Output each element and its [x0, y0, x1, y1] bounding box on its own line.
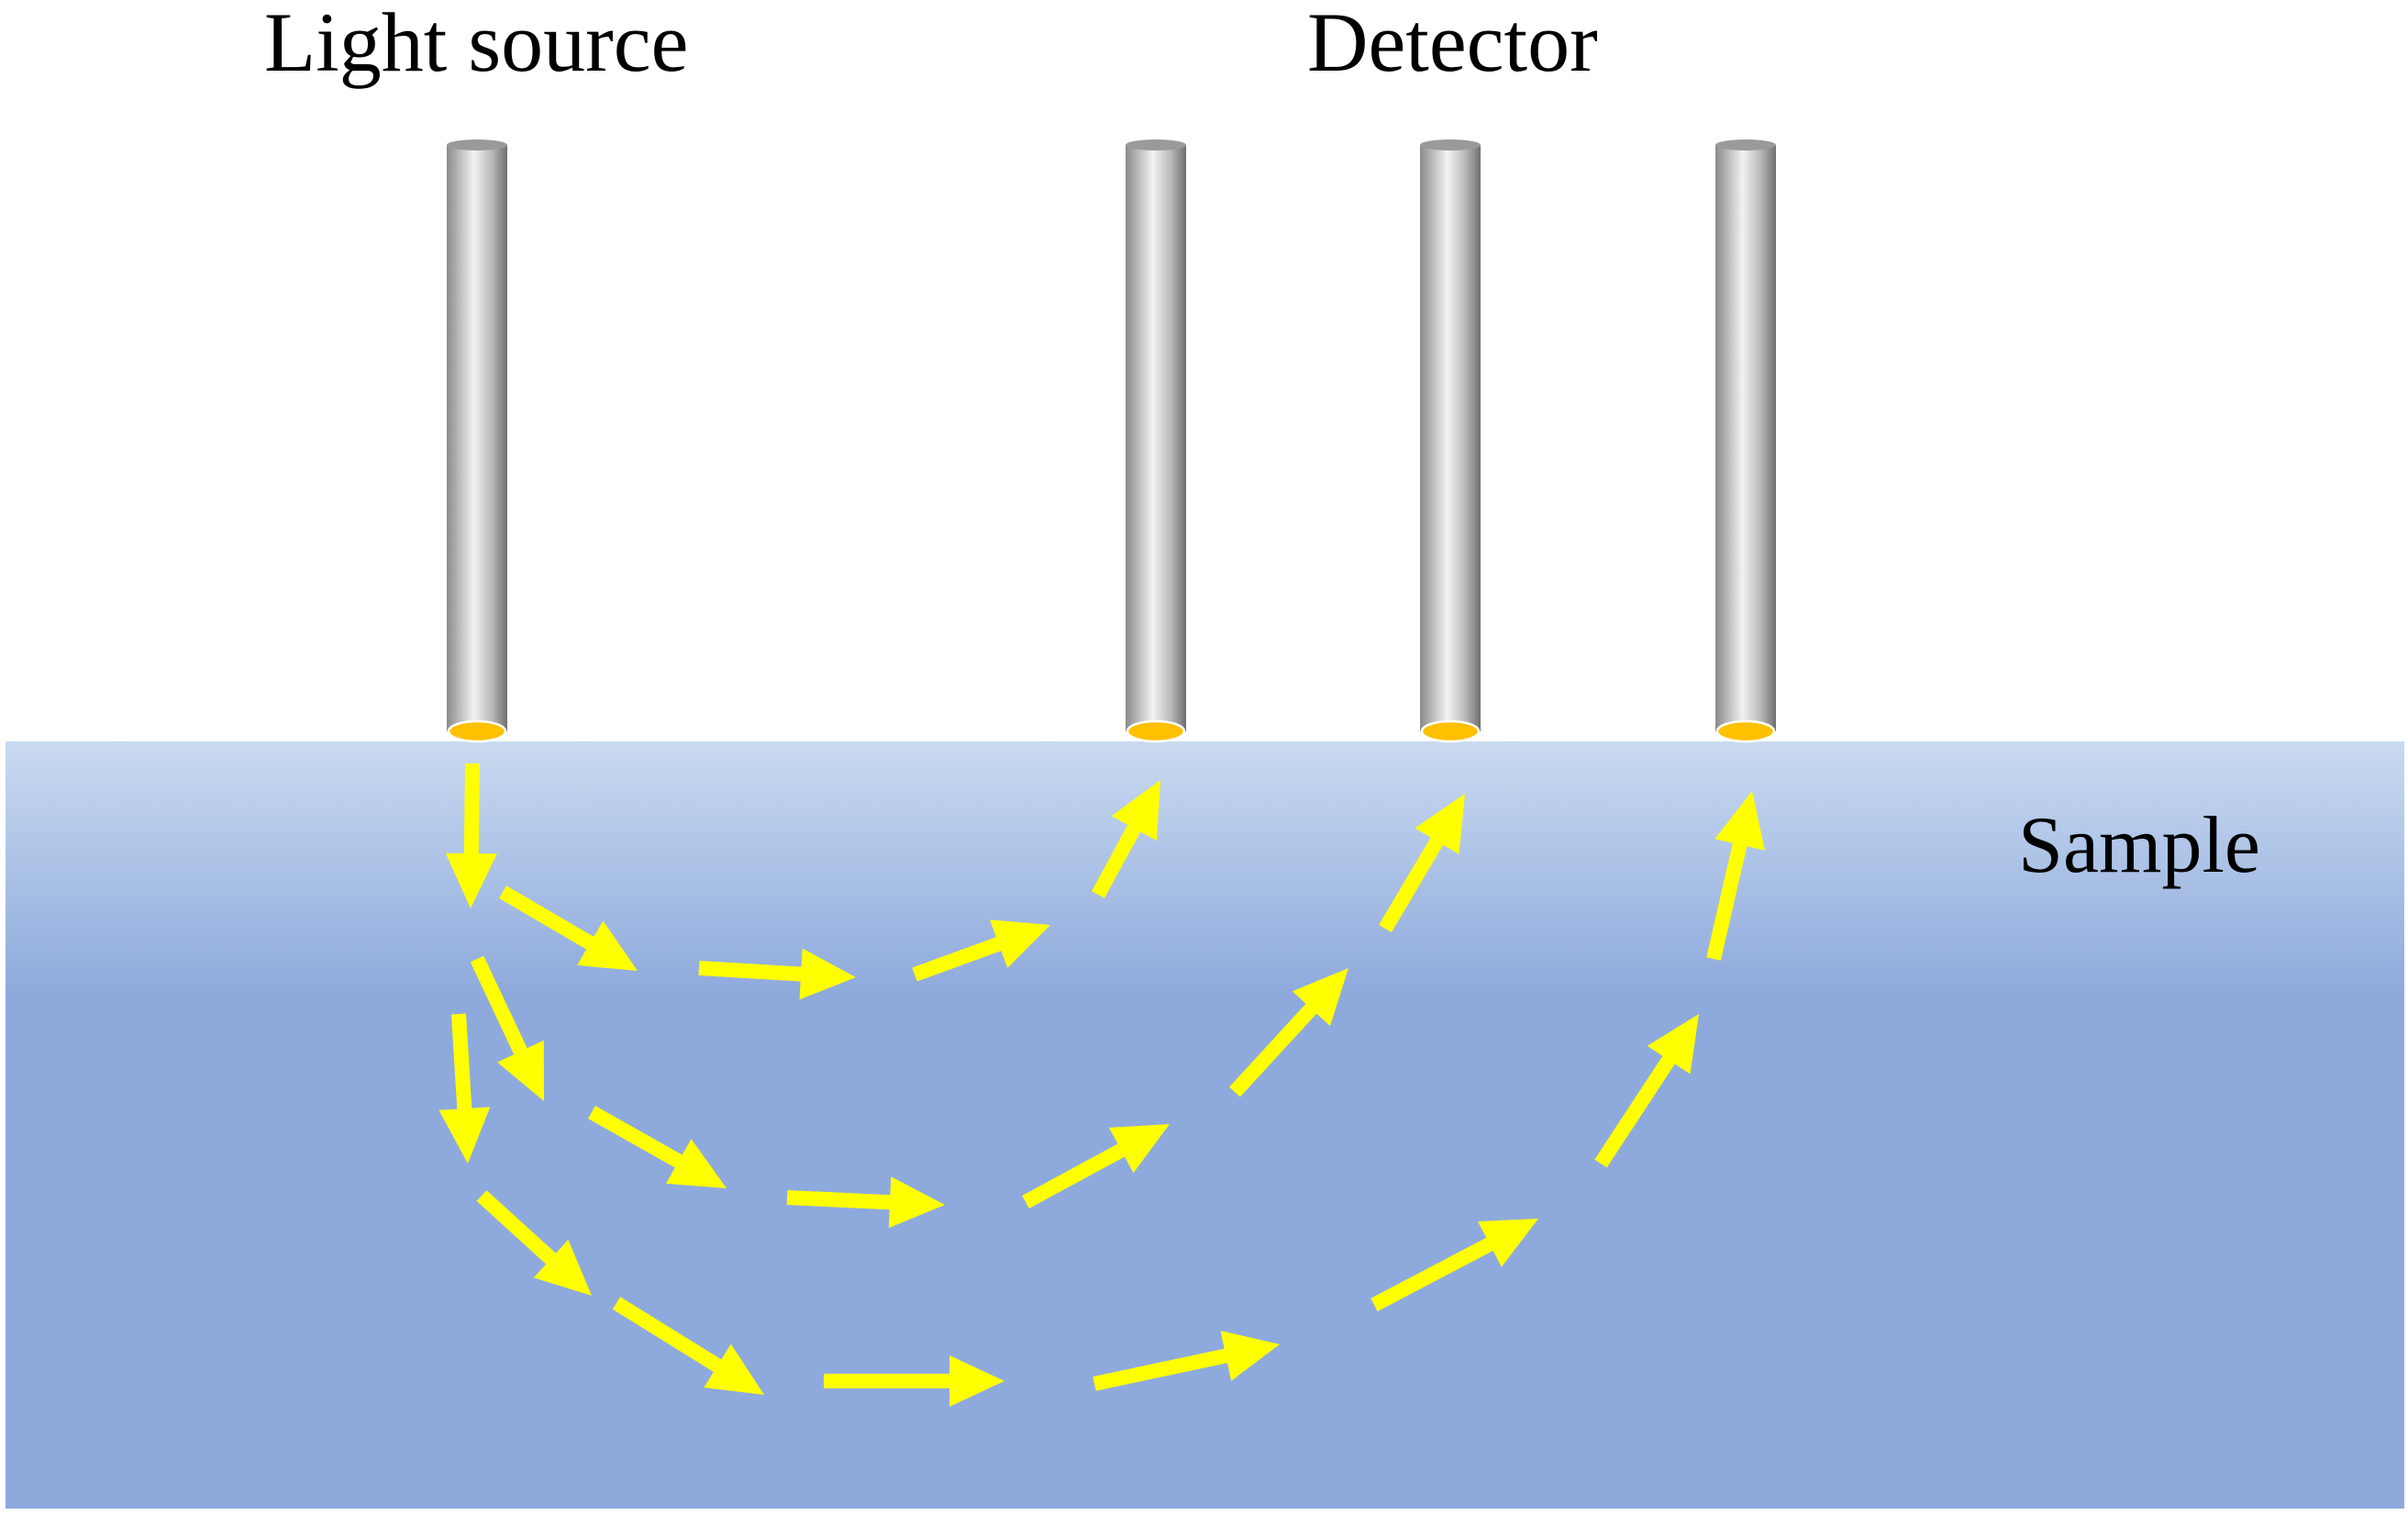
detector-fiber-3: [1715, 139, 1776, 743]
detector-label: Detector: [1307, 0, 1598, 89]
photon-path-shallow: [445, 763, 1160, 1000]
photon-arrow: [612, 1297, 764, 1395]
photon-arrow: [588, 1106, 727, 1188]
photon-arrow: [824, 1355, 1004, 1407]
fiber-body: [1126, 145, 1186, 731]
detector-fiber-2: [1420, 139, 1481, 743]
photon-arrow: [445, 763, 497, 908]
fiber-top-cap: [1420, 139, 1481, 150]
fiber-tip: [1126, 719, 1186, 743]
fiber-top-cap: [1715, 139, 1776, 150]
photon-arrow: [698, 948, 856, 1000]
photon-path-deep: [476, 791, 1765, 1407]
fiber-tip: [1420, 719, 1481, 743]
photon-arrows: [438, 763, 1765, 1407]
detector-fiber-1: [1126, 139, 1186, 743]
photon-arrow: [1092, 780, 1160, 898]
light-source-fiber: [447, 139, 507, 743]
photon-arrow: [476, 1190, 592, 1296]
photon-arrow: [1706, 791, 1765, 961]
fiber-tip: [1715, 719, 1776, 743]
sample-block: [6, 741, 2404, 1509]
photon-arrow: [912, 919, 1050, 982]
photon-arrow: [499, 886, 638, 971]
fiber-tip: [447, 719, 507, 743]
sample-label: Sample: [2018, 801, 2260, 890]
photon-path-middle: [438, 794, 1465, 1229]
photon-arrow: [1093, 1331, 1280, 1391]
photon-arrow: [1229, 968, 1348, 1097]
fiber-body: [1420, 145, 1481, 731]
photon-arrow: [1022, 1124, 1170, 1209]
optical-fibers: [447, 139, 1776, 743]
photon-arrow: [1594, 1014, 1699, 1168]
photon-arrow: [470, 955, 544, 1101]
fiber-top-cap: [1126, 139, 1186, 150]
photon-arrow: [1370, 1219, 1538, 1312]
fiber-body: [1715, 145, 1776, 731]
fiber-body: [447, 145, 507, 731]
fiber-top-cap: [447, 139, 507, 150]
photon-arrow: [1379, 794, 1465, 933]
light-source-label: Light source: [264, 0, 689, 89]
photon-arrow: [438, 1013, 491, 1164]
photon-arrow: [786, 1176, 945, 1229]
